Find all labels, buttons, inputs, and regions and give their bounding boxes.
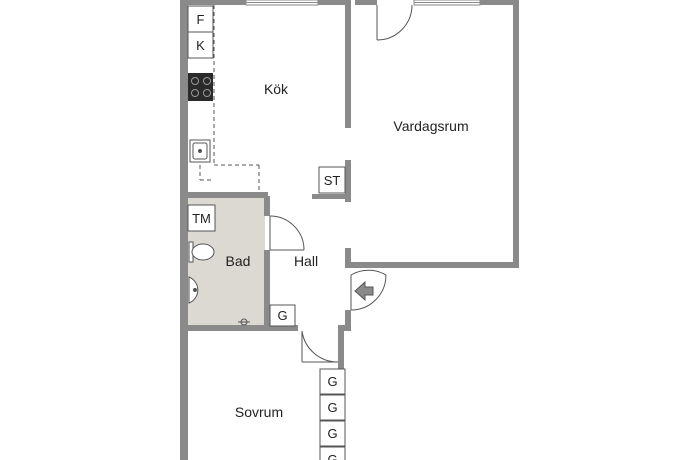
wardrobe-box: [319, 368, 346, 395]
stove-icon: [188, 73, 213, 101]
hall-wardrobe-label: G: [277, 308, 287, 323]
kitchen-counter: [199, 5, 260, 192]
wardrobe-label: G: [327, 374, 337, 389]
entrance-arrow-icon: [354, 280, 374, 302]
door-swings: [269, 4, 413, 363]
room-label-kok: Kök: [264, 81, 289, 97]
hall-wardrobe-box: [269, 304, 296, 327]
wardrobe-box: [319, 420, 346, 447]
room-label-vardagsrum: Vardagsrum: [393, 118, 468, 134]
wardrobe-label: G: [327, 400, 337, 415]
wardrobe-box: [319, 394, 346, 421]
walls: [180, 0, 519, 460]
freezer-label: F: [197, 12, 205, 27]
room-label-bad: Bad: [226, 253, 251, 269]
kitchen-sink-icon: [189, 139, 211, 163]
freezer-box: [187, 5, 214, 33]
wardrobe-label: G: [327, 452, 337, 460]
storage-box: [318, 166, 346, 194]
windows: [245, 0, 481, 6]
storage-label: ST: [324, 173, 341, 188]
washer-box: [187, 204, 216, 232]
room-label-sovrum: Sovrum: [235, 404, 283, 420]
room-label-hall: Hall: [294, 253, 318, 269]
wardrobe-label: G: [327, 426, 337, 441]
washer-label: TM: [192, 211, 211, 226]
fridge-label: K: [196, 38, 205, 53]
basin-icon: [188, 276, 199, 304]
fridge-box: [187, 31, 214, 59]
bedroom-wardrobes: G G G G: [319, 368, 346, 460]
floor-drain-icon: [238, 318, 250, 326]
toilet-icon: [188, 241, 215, 263]
